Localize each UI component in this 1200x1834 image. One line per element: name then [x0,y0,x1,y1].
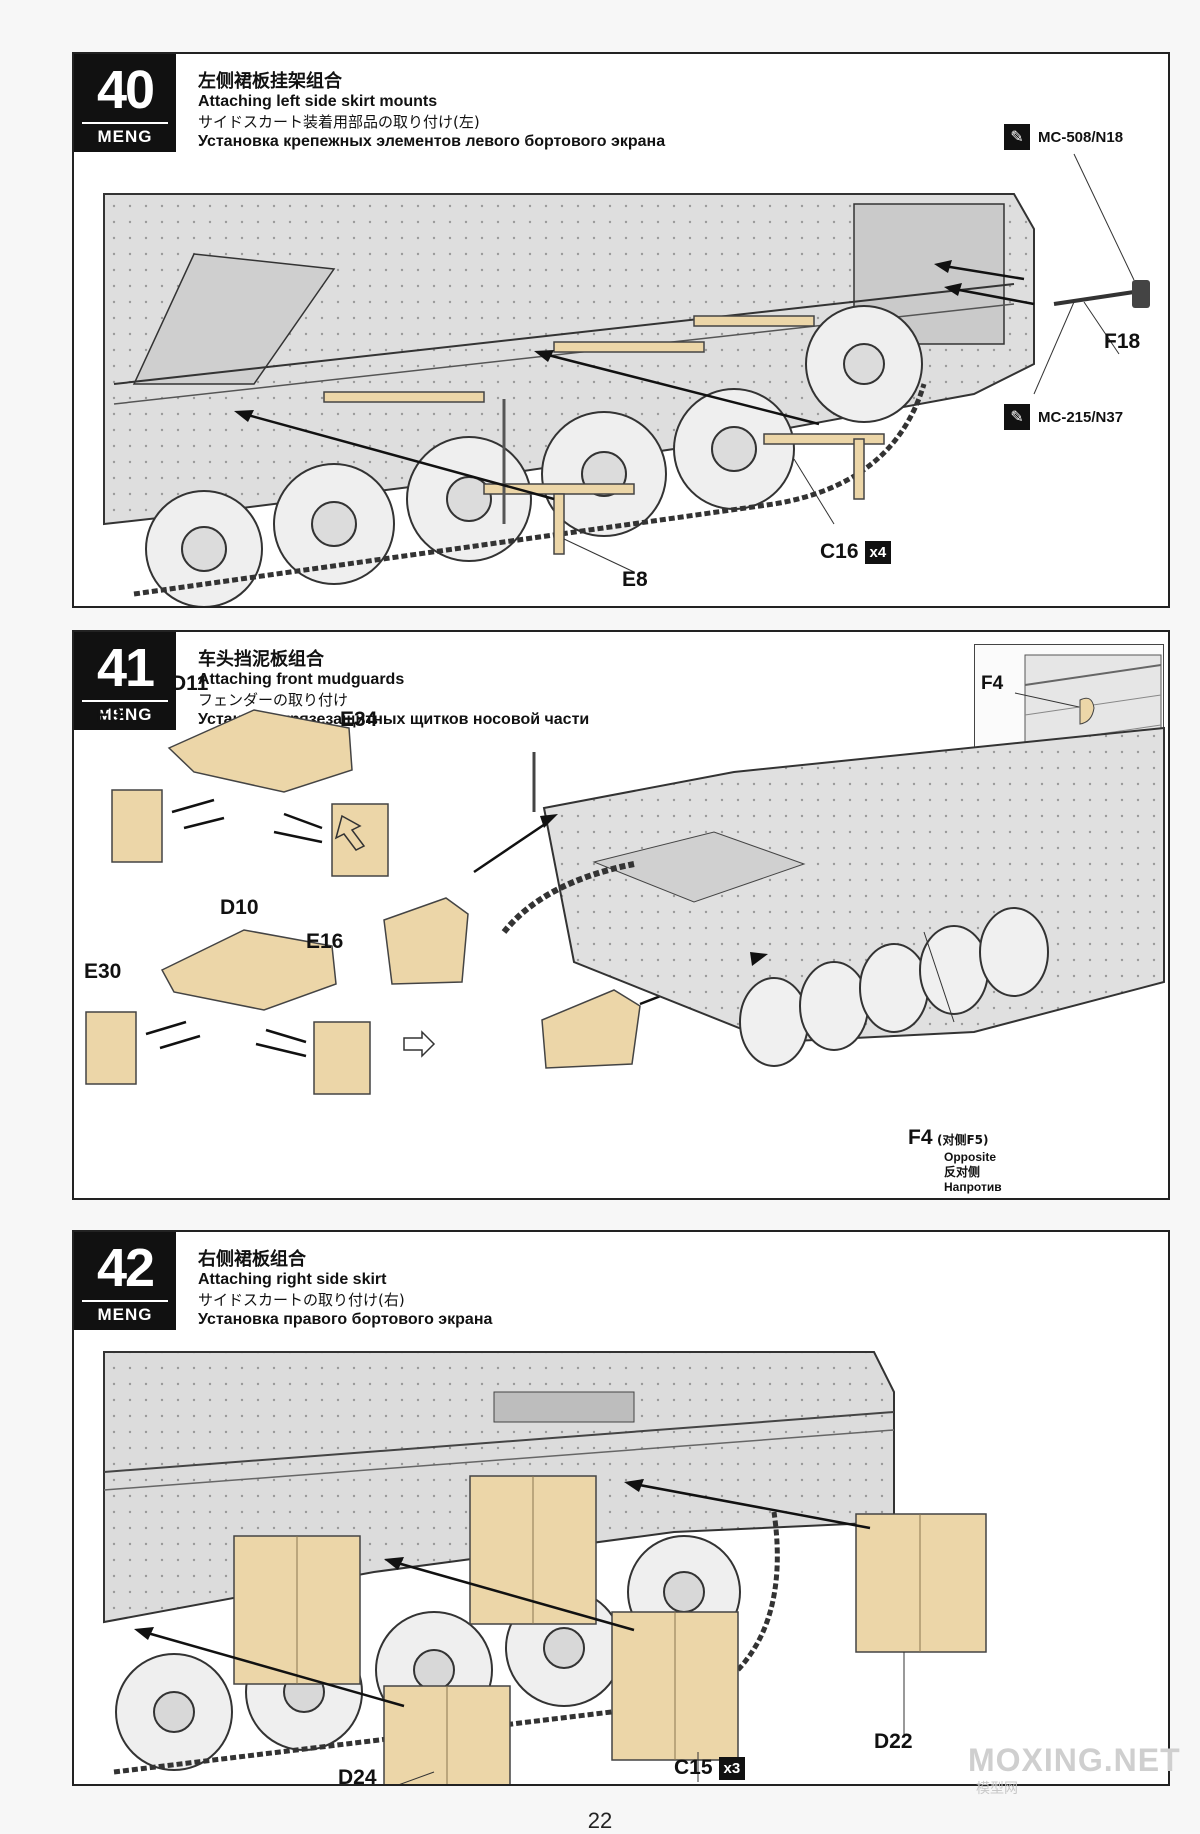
part-label-f4: F4 [908,1126,933,1149]
step-titles: 左侧裙板挂架组合 Attaching left side skirt mount… [198,72,665,152]
step-titles: 右侧裙板组合 Attaching right side skirt サイドスカー… [198,1250,492,1330]
inset-part-label-f4: F4 [981,673,1004,694]
title-cn: 车头挡泥板组合 [198,649,324,670]
part-label-d22: D22 [874,1730,913,1753]
callout-opposite-en: Opposite [944,1150,997,1164]
title-jp: フェンダーの取り付け [198,691,349,709]
step-41: 41 MENG 车头挡泥板组合 Attaching front mudguard… [72,630,1170,1200]
part-label-e8: E8 [622,568,648,591]
paint-code: MC-215/N37 [1038,408,1124,426]
paint-code: MC-508/N18 [1038,128,1124,146]
part-label-e9: E9 [96,704,122,727]
page-number: 22 [587,1808,613,1833]
f4-opposite-callout: F4 (对侧F5) Opposite 反对侧 Напротив [908,1126,1002,1195]
step-number: 42 [96,1238,155,1298]
step-badge: 42 MENG [74,1232,176,1330]
title-en: Attaching front mudguards [198,671,405,688]
part-label-e30: E30 [84,960,122,983]
title-ru: Установка правого бортового экрана [198,1311,493,1328]
step-number: 40 [96,60,155,120]
brand-logo: MENG [82,700,168,725]
brand-logo: MENG [82,122,168,147]
title-cn: 左侧裙板挂架组合 [198,71,342,92]
part-label: C16 [820,540,859,563]
tank-right-side-illustration [103,1351,987,1784]
part-label: C15 [674,1756,713,1779]
callout-cn: (对侧F5) [936,1133,989,1147]
paint-callout-2: ✎ MC-215/N37 [1004,404,1123,430]
front-mudguard-illustration [85,709,1165,1095]
quantity-badge: x3 [718,1756,746,1780]
paint-callout-1: ✎ MC-508/N18 [1004,124,1123,150]
part-label-e16: E16 [306,930,344,953]
title-en: Attaching right side skirt [198,1271,387,1288]
part-label-e34: E34 [340,708,378,731]
callout-opposite-cn: 反对侧 [944,1165,981,1179]
title-ru: Установка крепежных элементов левого бор… [198,133,666,150]
part-label-d10: D10 [220,896,259,919]
part-label-d24: D24 [338,1766,377,1789]
title-cn: 右侧裙板组合 [198,1249,306,1270]
brush-icon: ✎ [1004,404,1030,430]
step-badge: 41 MENG [74,632,176,730]
brush-icon: ✎ [1004,124,1030,150]
step-42: 42 MENG 右侧裙板组合 Attaching right side skir… [72,1230,1170,1789]
step-40: 40 MENG 左侧裙板挂架组合 Attaching left side ski… [72,52,1170,608]
step-badge: 40 MENG [74,54,176,152]
title-jp: サイドスカート装着用部品の取り付け(左) [198,113,480,131]
quantity-badge: x4 [864,540,892,564]
part-label-d11: D11 [171,672,209,695]
tank-left-side-illustration [103,153,1150,606]
step-number: 41 [96,638,155,698]
part-label-f18: F18 [1104,330,1141,353]
watermark-sub: 模型网 [976,1781,1018,1797]
title-jp: サイドスカートの取り付け(右) [198,1291,405,1309]
watermark: MOXING.NET [968,1742,1181,1778]
title-en: Attaching left side skirt mounts [198,93,438,110]
brand-logo: MENG [82,1300,168,1325]
callout-opposite-ru: Напротив [944,1180,1002,1194]
